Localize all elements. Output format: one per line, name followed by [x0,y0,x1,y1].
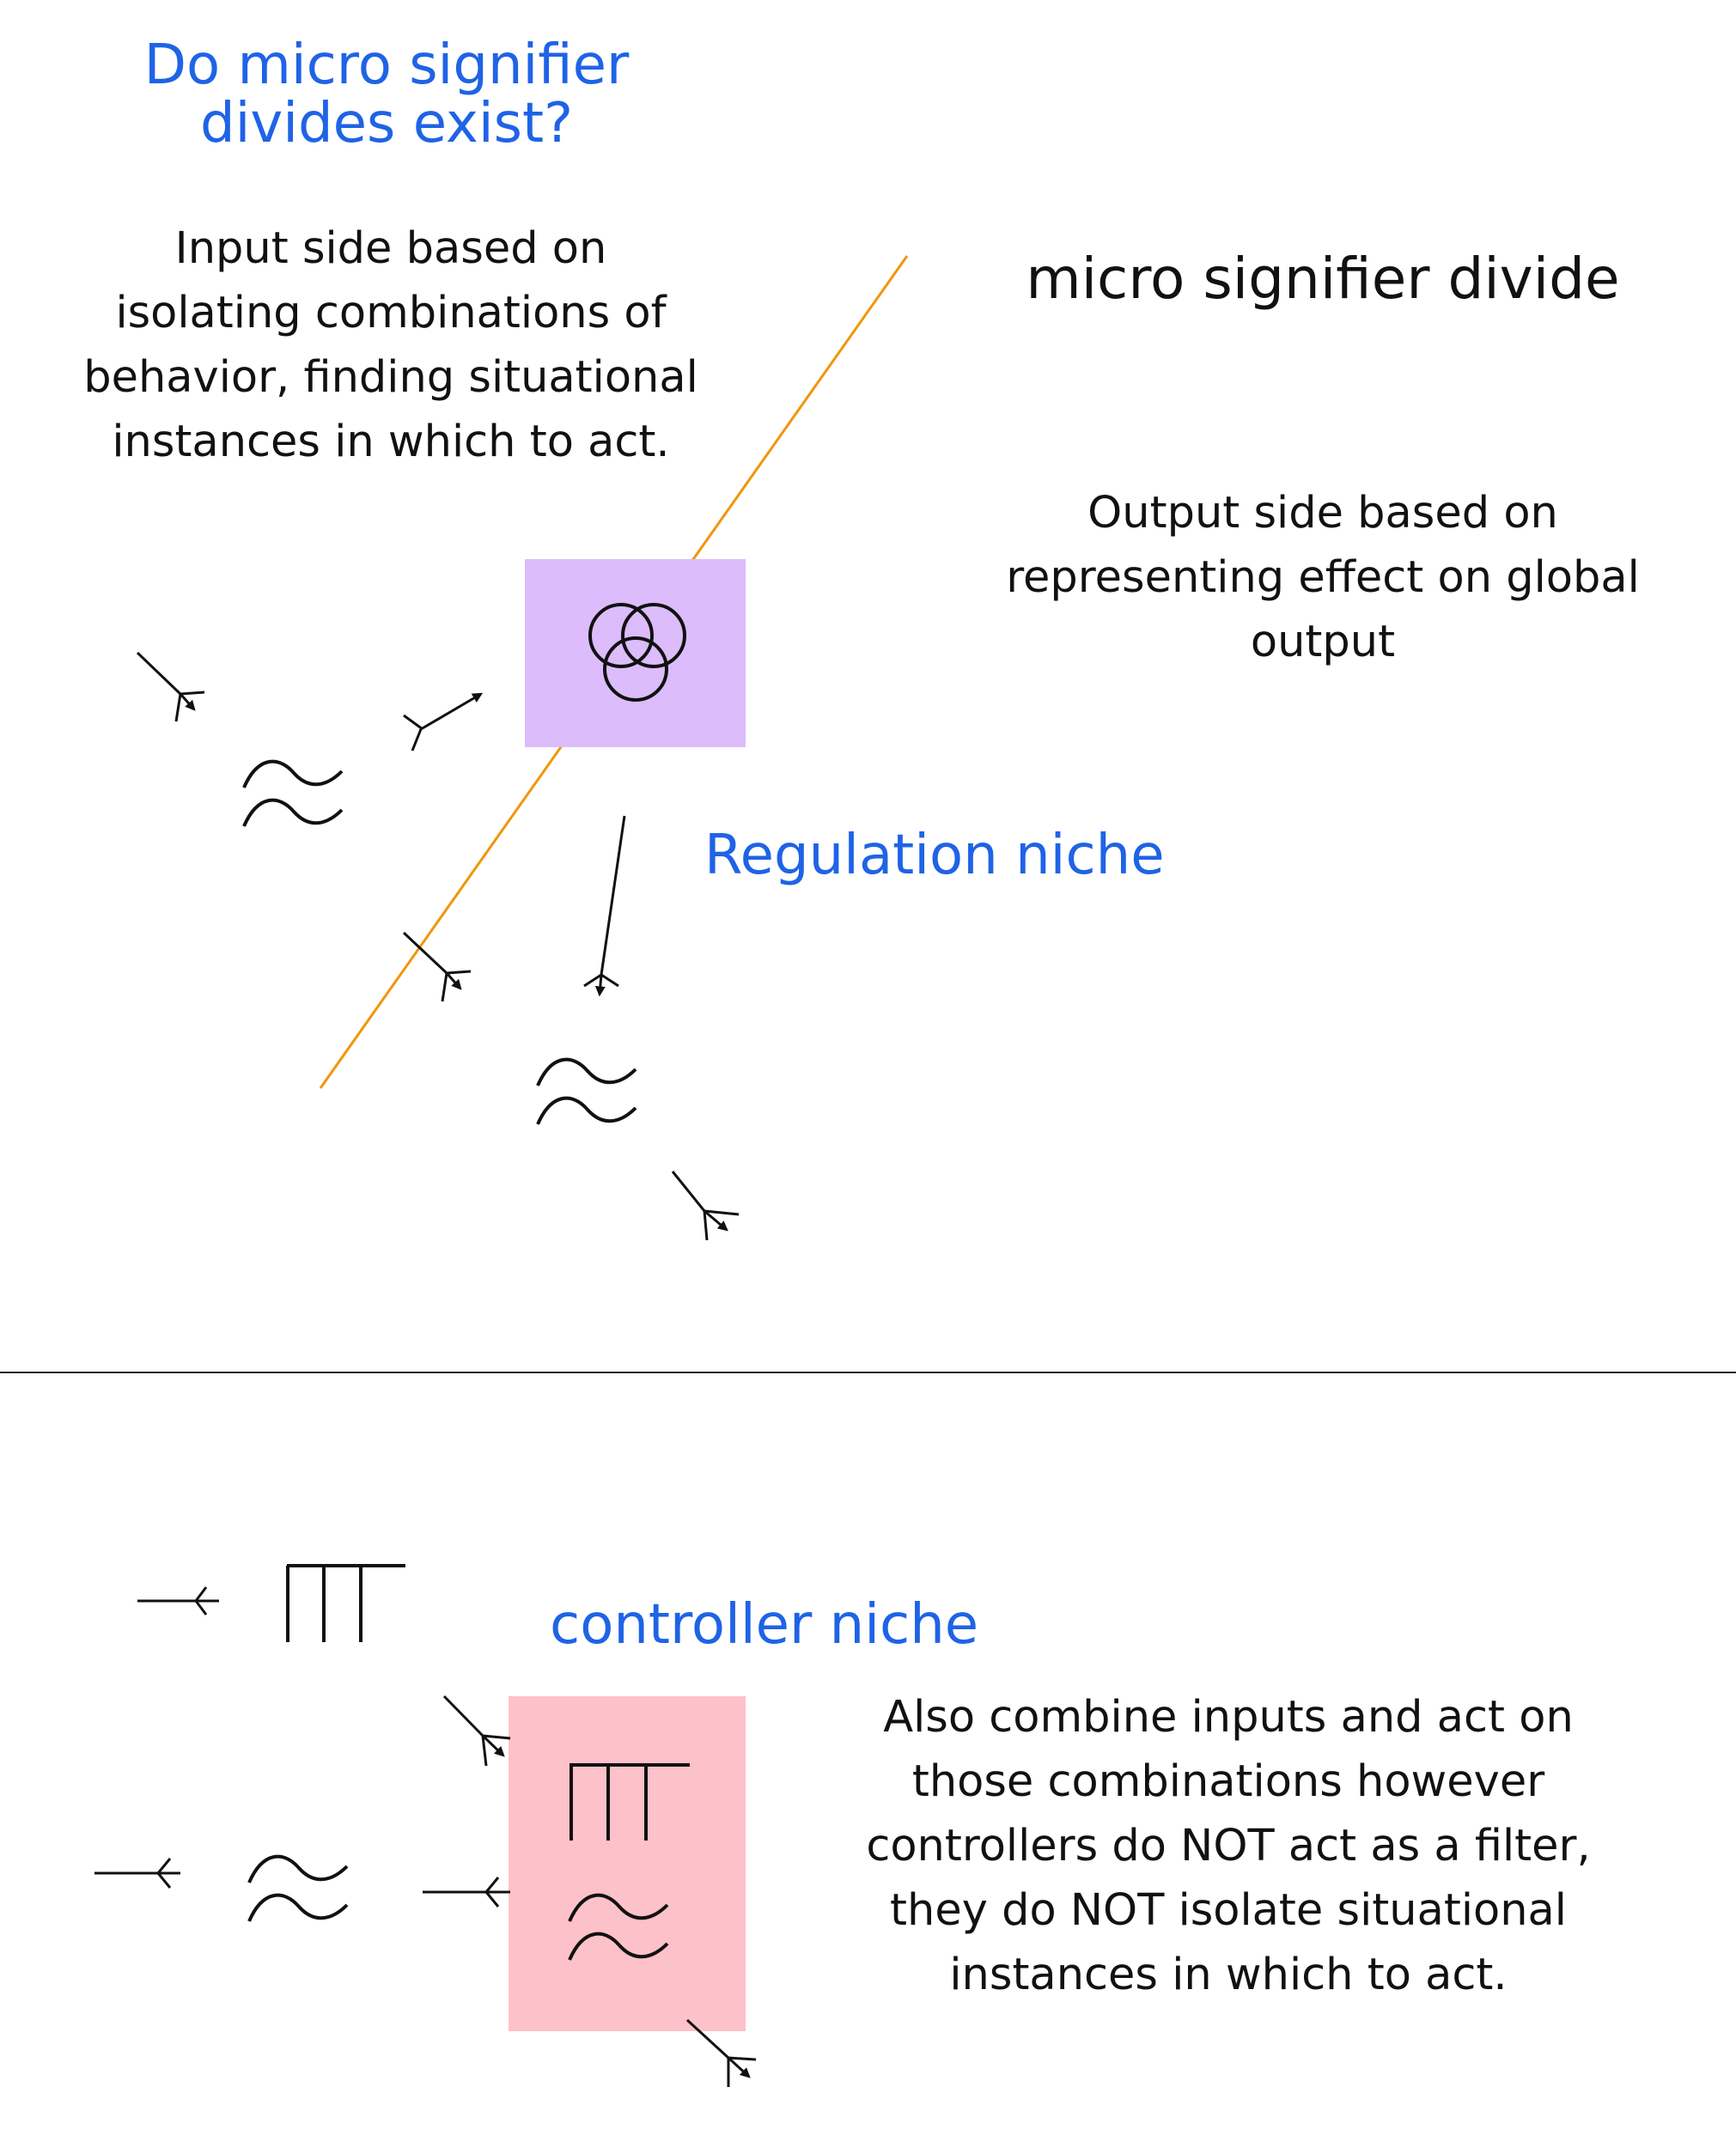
neuron-icon [685,2018,757,2087]
neuron-icon [671,1171,740,1241]
sine-wave-icon [247,1854,349,1922]
venn-three-circles-icon [588,603,686,702]
regulation-niche-label: Regulation niche [704,824,1165,887]
bar-comb-icon [286,1564,405,1642]
neuron-icon [136,651,205,722]
neuron-icon [423,1877,510,1908]
sine-wave-icon [242,759,344,827]
controller-description: Also combine inputs and act on those com… [866,1692,1591,2000]
neuron-icon [583,815,626,997]
output-side-text: Output side based on representing effect… [1006,488,1640,667]
controller-box [509,1696,746,2031]
neuron-icon [137,1586,219,1616]
neuron-icon [403,692,484,751]
input-side-text: Input side based on isolating combinatio… [83,223,698,467]
question-title: Do micro signifier divides exist? [143,33,630,155]
neuron-icon [442,1695,511,1767]
regulation-box [525,559,746,747]
divide-label: micro signifier divide [1026,246,1620,312]
sine-wave-icon [536,1057,637,1125]
neuron-icon [402,931,472,1002]
bar-comb-icon [570,1763,690,1841]
neuron-icon [94,1858,180,1889]
controller-niche-label: controller niche [550,1593,979,1657]
sine-wave-icon [568,1893,669,1961]
